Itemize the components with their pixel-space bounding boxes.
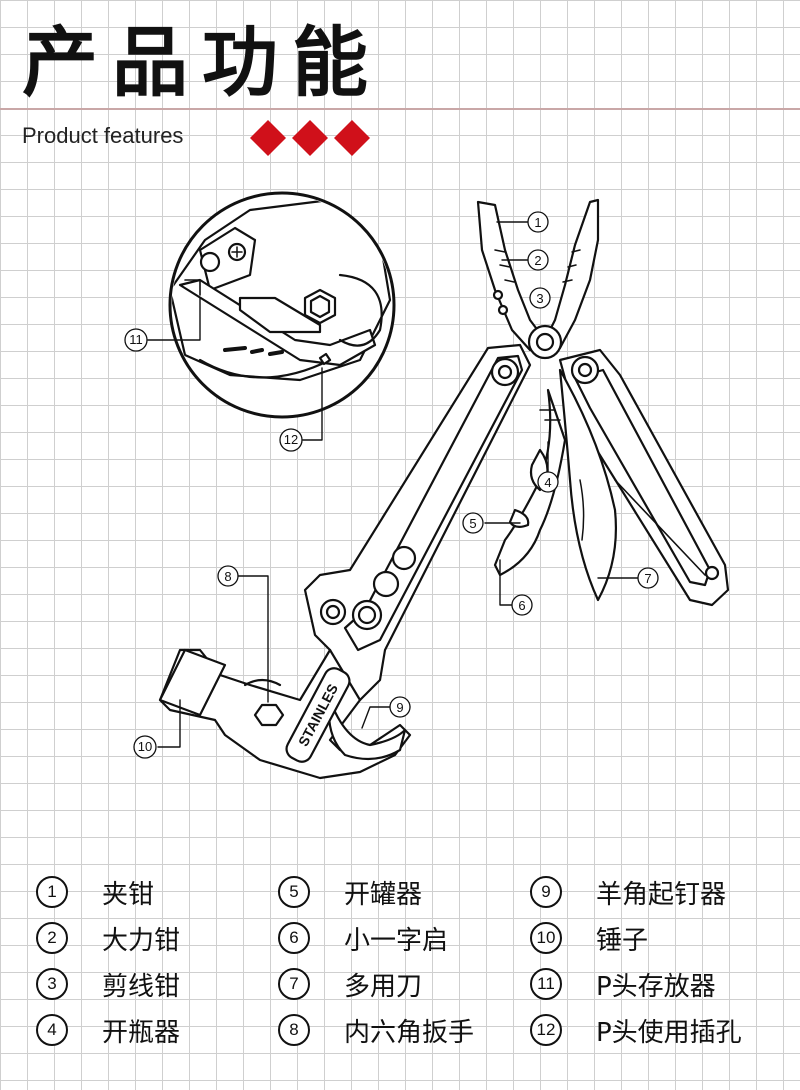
callout-markers: 1 2 3 4 5 6 7 8 9 10 11 12	[124, 211, 659, 759]
diamond-icon	[250, 120, 286, 156]
legend-label: 锤子	[596, 925, 649, 956]
legend-item: 10 锤子	[530, 918, 648, 958]
legend-label: 剪线钳	[102, 971, 181, 1002]
svg-text:7: 7	[644, 571, 651, 586]
svg-text:6: 6	[518, 598, 525, 613]
legend-item: 2 大力钳	[36, 918, 180, 958]
legend-item: 7 多用刀	[278, 964, 422, 1004]
callout-4: 4	[537, 471, 559, 493]
legend-label: 大力钳	[102, 925, 181, 956]
diamond-icon	[334, 120, 370, 156]
legend-number: 7	[278, 968, 310, 1000]
svg-text:12: 12	[284, 432, 298, 447]
svg-text:5: 5	[469, 516, 476, 531]
callout-8: 8	[217, 565, 239, 587]
legend-label: 夹钳	[102, 879, 155, 910]
legend-number: 2	[36, 922, 68, 954]
legend-label: P头存放器	[596, 971, 716, 1002]
legend-item: 6 小一字启	[278, 918, 448, 958]
svg-text:4: 4	[544, 475, 551, 490]
callout-2: 2	[527, 249, 549, 271]
legend-number: 8	[278, 1014, 310, 1046]
callout-7: 7	[637, 567, 659, 589]
legend-item: 11 P头存放器	[530, 964, 716, 1004]
legend-label: 开瓶器	[102, 1017, 181, 1048]
svg-text:1: 1	[534, 215, 541, 230]
legend-item: 9 羊角起钉器	[530, 872, 726, 912]
diamond-ornament	[250, 120, 370, 156]
legend-label: 开罐器	[344, 879, 423, 910]
legend-number: 1	[36, 876, 68, 908]
legend-number: 4	[36, 1014, 68, 1046]
multi-knife-blade	[558, 368, 618, 602]
callout-12: 12	[279, 428, 303, 452]
legend-number: 3	[36, 968, 68, 1000]
callout-10: 10	[133, 735, 157, 759]
callout-6: 6	[511, 594, 533, 616]
right-handle	[558, 348, 730, 607]
legend-label: 内六角扳手	[344, 1017, 475, 1048]
legend-item: 8 内六角扳手	[278, 1010, 474, 1050]
page-subtitle: Product features	[22, 123, 184, 148]
svg-text:10: 10	[138, 739, 152, 754]
legend-number: 6	[278, 922, 310, 954]
callout-5: 5	[462, 512, 484, 534]
callout-1: 1	[527, 211, 549, 233]
callout-11: 11	[124, 328, 148, 352]
legend-item: 12 P头使用插孔	[530, 1010, 742, 1050]
detail-zoom-view	[168, 191, 396, 419]
svg-text:11: 11	[129, 332, 143, 347]
legend-number: 12	[530, 1014, 562, 1046]
svg-text:2: 2	[534, 253, 541, 268]
callout-3: 3	[529, 287, 551, 309]
legend-number: 5	[278, 876, 310, 908]
legend-item: 4 开瓶器	[36, 1010, 180, 1050]
svg-text:8: 8	[224, 569, 231, 584]
feature-legend: 1 夹钳 2 大力钳 3 剪线钳 4 开瓶器 5 开罐器 6 小一字启 7 多用…	[0, 860, 800, 1080]
title-divider	[0, 108, 800, 110]
pliers-jaws	[476, 198, 600, 360]
legend-label: 小一字启	[344, 925, 449, 956]
legend-label: 羊角起钉器	[596, 879, 727, 910]
legend-item: 1 夹钳	[36, 872, 154, 912]
svg-text:9: 9	[396, 700, 403, 715]
legend-number: 11	[530, 968, 562, 1000]
legend-number: 9	[530, 876, 562, 908]
left-handle-hammer: STAINLES	[158, 343, 532, 780]
diamond-icon	[292, 120, 328, 156]
svg-text:3: 3	[536, 291, 543, 306]
page-title: 产品功能	[22, 18, 382, 107]
legend-item: 5 开罐器	[278, 872, 422, 912]
legend-label: P头使用插孔	[596, 1017, 742, 1048]
legend-number: 10	[530, 922, 562, 954]
callout-9: 9	[389, 696, 411, 718]
leader-lines	[147, 221, 639, 748]
multitool-diagram: STAINLES	[124, 191, 730, 780]
legend-label: 多用刀	[344, 971, 423, 1002]
legend-item: 3 剪线钳	[36, 964, 180, 1004]
